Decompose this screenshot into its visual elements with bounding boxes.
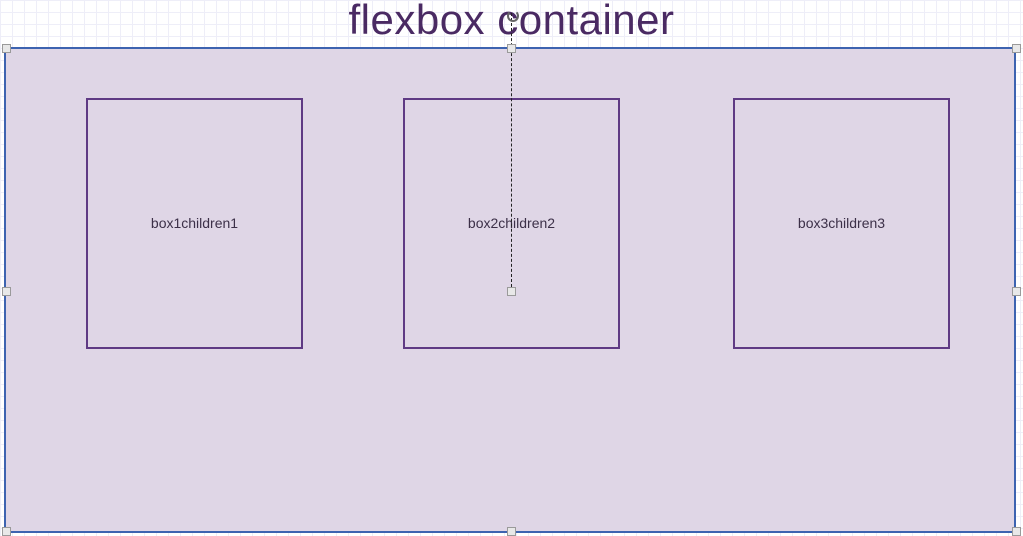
resize-handle-middle-right[interactable] [1012, 287, 1021, 296]
selection-guide-line [511, 13, 512, 292]
center-handle[interactable] [507, 287, 516, 296]
resize-handle-top-right[interactable] [1012, 44, 1021, 53]
resize-handle-top-center[interactable] [507, 44, 516, 53]
rotate-handle-icon[interactable] [507, 10, 519, 22]
box-label-1: box1children1 [150, 214, 239, 231]
box-children-1[interactable]: box1children1 [86, 98, 303, 349]
resize-handle-bottom-center[interactable] [507, 527, 516, 536]
box-label-3: box3children3 [797, 214, 886, 231]
resize-handle-bottom-left[interactable] [2, 527, 11, 536]
resize-handle-bottom-right[interactable] [1012, 527, 1021, 536]
resize-handle-top-left[interactable] [2, 44, 11, 53]
box-children-3[interactable]: box3children3 [733, 98, 950, 349]
resize-handle-middle-left[interactable] [2, 287, 11, 296]
